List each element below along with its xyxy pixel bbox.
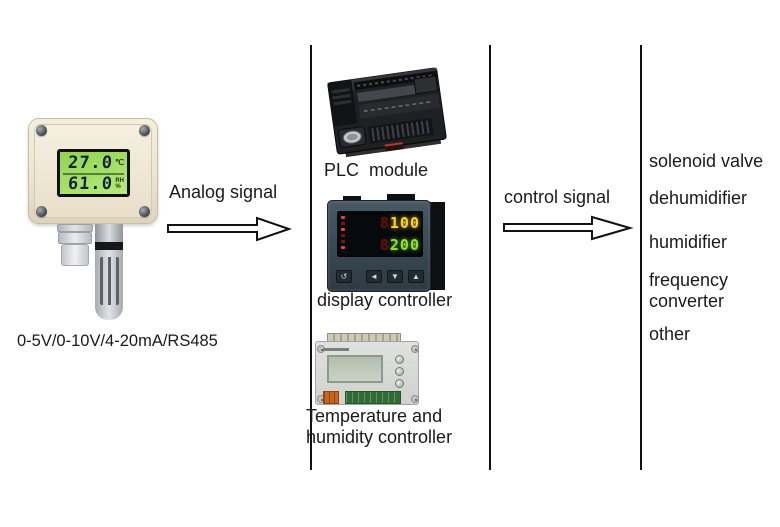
round-button — [395, 355, 404, 364]
mount-screw-icon — [411, 345, 419, 353]
control-signal-label: control signal — [504, 187, 611, 207]
led-indicator — [341, 228, 345, 231]
temp-humidity-controller-image — [313, 333, 423, 411]
led-indicator — [341, 240, 345, 243]
process-value-row: 8 100 — [379, 214, 420, 233]
led-indicator — [341, 246, 345, 249]
screw-icon — [36, 125, 47, 136]
brand-strip — [323, 348, 349, 351]
plc-module-image — [327, 67, 447, 158]
orange-connector — [323, 391, 339, 404]
output-item-other: other — [649, 324, 691, 344]
mount-screw-icon — [411, 395, 419, 403]
temperature-unit: ℃ — [115, 158, 124, 167]
process-value: 100 — [389, 214, 420, 233]
temp-humidity-controller-label: Temperature and humidity controller — [306, 406, 453, 447]
led-indicator — [341, 234, 345, 237]
humidity-unit: RH % — [115, 178, 124, 190]
temperature-humidity-transmitter: 27.0 ℃ 61.0 RH % — [28, 118, 158, 224]
led-indicator — [341, 216, 345, 219]
output-item-solenoid-valve: solenoid valve — [649, 151, 764, 171]
output-item-frequency-converter: frequency converter — [649, 270, 729, 311]
down-button-icon: ▼ — [387, 270, 403, 283]
lcd-humidity-row: 61.0 RH % — [63, 173, 124, 194]
left-button-icon: ◄ — [366, 270, 382, 283]
separator-line-middle — [489, 45, 491, 470]
setpoint-value: 200 — [389, 235, 420, 254]
probe-vent-slots — [99, 257, 119, 305]
display-controller-label: display controller — [317, 290, 453, 310]
controller-lcd — [327, 355, 383, 383]
control-signal-arrow-icon — [503, 215, 634, 241]
screw-icon — [139, 206, 150, 217]
round-button — [395, 367, 404, 376]
analog-signal-arrow-icon — [167, 216, 292, 242]
plc-module-label: PLC module — [324, 160, 429, 180]
temperature-value: 27.0 — [67, 153, 114, 173]
analog-signal-label: Analog signal — [169, 182, 278, 202]
separator-line-left — [310, 45, 312, 470]
loop-button-icon: ↺ — [336, 270, 352, 283]
controller-bezel: 8 100 8 200 ↺ ◄ ▼ ▲ — [327, 200, 431, 292]
output-item-dehumidifier: dehumidifier — [649, 188, 748, 208]
status-led-column — [337, 211, 347, 257]
lcd-temperature-row: 27.0 ℃ — [63, 153, 124, 173]
green-terminal-strip — [345, 391, 401, 404]
separator-line-right — [640, 45, 642, 470]
humidity-value: 61.0 — [67, 174, 115, 194]
cable-gland — [57, 224, 93, 266]
led-indicator — [341, 222, 345, 225]
setpoint-value-row: 8 200 — [379, 235, 420, 254]
display-controller-image: 8 100 8 200 ↺ ◄ ▼ ▲ — [327, 194, 445, 296]
screw-icon — [36, 206, 47, 217]
round-button — [395, 379, 404, 388]
sensor-output-types: 0-5V/0-10V/4-20mA/RS485 — [17, 332, 218, 350]
controller-button-row: ↺ ◄ ▼ ▲ — [336, 270, 424, 283]
controller-display: 8 100 8 200 — [337, 211, 423, 257]
screw-icon — [139, 125, 150, 136]
output-item-humidifier: humidifier — [649, 232, 728, 252]
humidity-probe — [95, 224, 123, 320]
sensor-lcd: 27.0 ℃ 61.0 RH % — [57, 149, 130, 197]
up-button-icon: ▲ — [408, 270, 424, 283]
